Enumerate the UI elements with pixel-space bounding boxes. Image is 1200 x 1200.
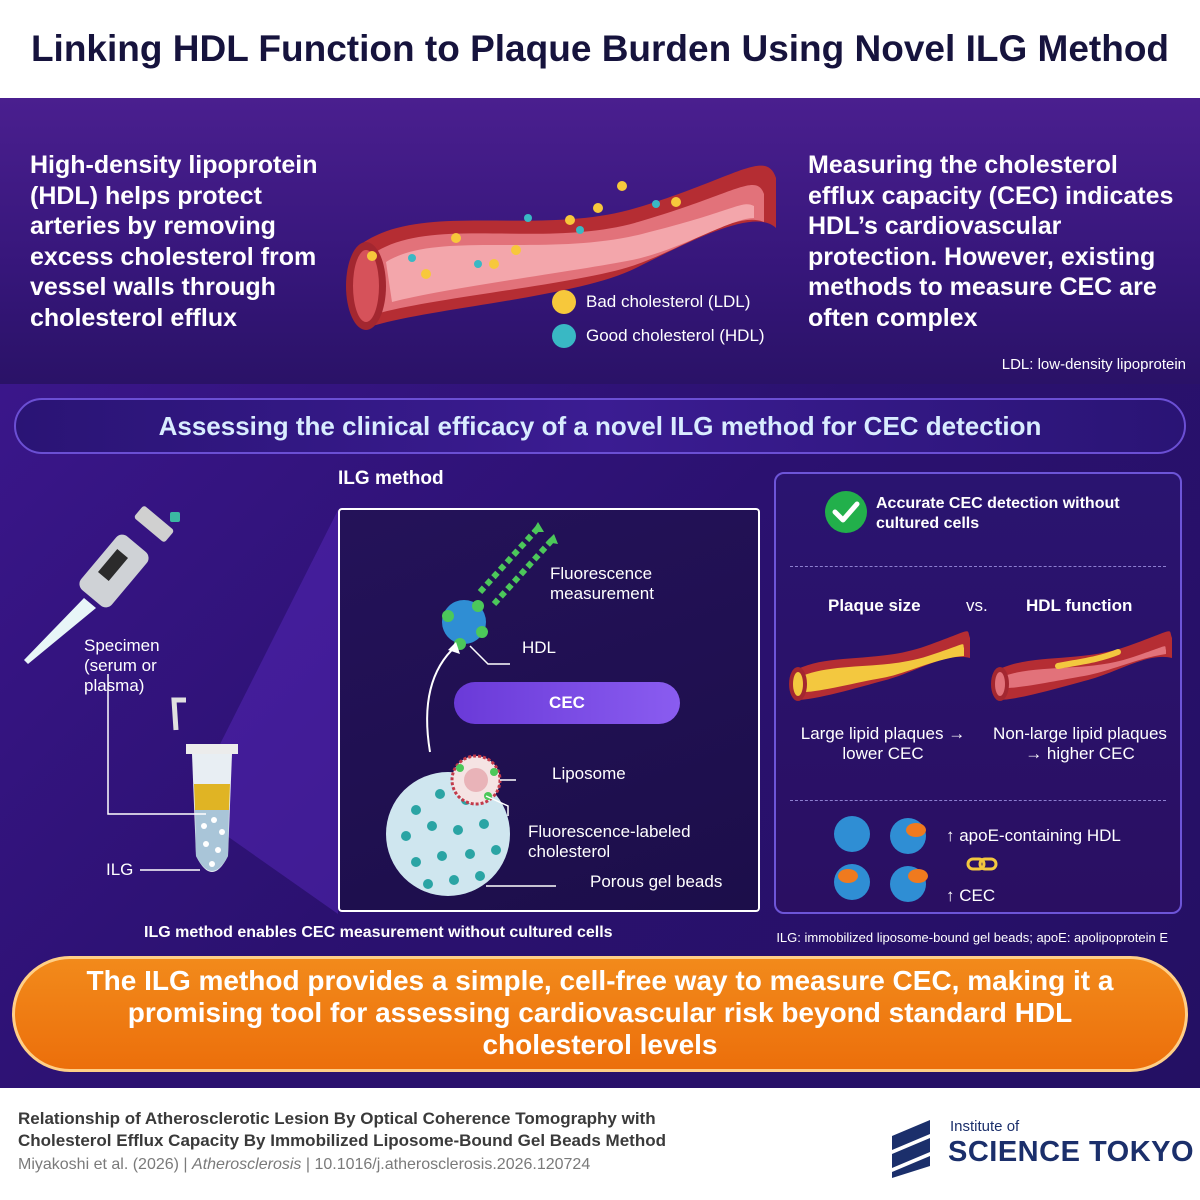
legend-hdl: Good cholesterol (HDL) (552, 324, 765, 348)
ilg-method-box: Fluorescence measurement HDL CEC Liposom… (338, 508, 760, 912)
cec-up-label: ↑ CEC (946, 886, 996, 905)
abbreviations-note: ILG: immobilized liposome-bound gel bead… (776, 930, 1168, 945)
logo-icon (892, 1120, 930, 1178)
plaque-size-label: Plaque size (828, 596, 921, 615)
citation-separator: | (183, 1156, 193, 1173)
ilg-callout-line (140, 869, 200, 871)
link-icon (966, 857, 998, 871)
hdl-label: HDL (522, 638, 557, 657)
legend-hdl-label: Good cholesterol (HDL) (586, 326, 765, 345)
footer: Relationship of Atherosclerotic Lesion B… (0, 1088, 1200, 1200)
check-text: Accurate CEC detection without cultured … (876, 495, 1120, 532)
specimen-label: Specimen (serum or plasma) (84, 636, 160, 695)
cec-intro-text: Measuring the cholesterol efflux capacit… (808, 151, 1174, 332)
divider-top (790, 566, 1166, 567)
vs-label: vs. (966, 596, 988, 615)
citation-separator: | (305, 1156, 315, 1173)
ilg-section-label: ILG method (338, 468, 444, 489)
citation-authors: Miyakoshi et al. (2026) (18, 1156, 179, 1173)
pipette-icon (24, 506, 180, 664)
fluorescence-label: Fluorescence measurement (550, 564, 654, 603)
labeled-cholesterol-label: Fluorescence-labeled cholesterol (528, 822, 691, 861)
institute-name: SCIENCE TOKYO (948, 1136, 1195, 1168)
liposome-label: Liposome (552, 764, 626, 783)
small-plaque-vessel-illustration (991, 631, 1172, 701)
large-plaques-label: Large lipid plaques → lower CEC (800, 724, 966, 763)
hdl-intro-text: High-density lipoprotein (HDL) helps pro… (30, 151, 318, 332)
citation-doi: 10.1016/j.atherosclerosis.2026.120724 (314, 1156, 591, 1173)
tube-callout-line (107, 674, 206, 815)
hdl-fluorescence-illustration (442, 522, 558, 665)
intro-panel: High-density lipoprotein (HDL) helps pro… (0, 98, 1200, 384)
non-large-plaques-label: Non-large lipid plaques → higher CEC (993, 724, 1167, 763)
citation-journal: Atherosclerosis (192, 1156, 302, 1173)
conclusion-banner: The ILG method provides a simple, cell-f… (12, 956, 1188, 1072)
projection-beam (210, 510, 338, 914)
citation: Miyakoshi et al. (2026) | Atherosclerosi… (18, 1156, 590, 1174)
institute-small-label: Institute of (950, 1118, 1020, 1135)
hdl-function-label: HDL function (1026, 596, 1133, 615)
cec-pill: CEC (454, 682, 680, 724)
paper-title: Relationship of Atherosclerotic Lesion B… (18, 1109, 666, 1150)
ldl-dot-icon (552, 290, 576, 314)
section-banner: Assessing the clinical efficacy of a nov… (14, 398, 1186, 454)
page-title: Linking HDL Function to Plaque Burden Us… (0, 0, 1200, 98)
hdl-dot-icon (552, 324, 576, 348)
blood-vessel-illustration (346, 165, 776, 330)
gel-beads-label: Porous gel beads (590, 872, 723, 891)
apoe-hdl-label: ↑ apoE-containing HDL (946, 826, 1121, 845)
method-panel: Assessing the clinical efficacy of a nov… (0, 384, 1200, 1088)
results-box: Accurate CEC detection without cultured … (774, 472, 1182, 914)
cec-pill-label: CEC (549, 693, 585, 712)
ilg-tag-label: ILG (106, 860, 134, 879)
check-icon (825, 491, 867, 533)
gel-bead-illustration (386, 754, 556, 896)
ilg-caption: ILG method enables CEC measurement witho… (144, 924, 613, 941)
apoe-hdl-particles-icon (834, 816, 928, 902)
legend-ldl: Bad cholesterol (LDL) (552, 290, 750, 314)
large-plaque-vessel-illustration (789, 631, 970, 701)
tube-icon (171, 697, 238, 872)
flow-arrow (426, 642, 460, 753)
legend-ldl-label: Bad cholesterol (LDL) (586, 292, 751, 311)
divider-bottom (790, 800, 1166, 801)
ldl-abbreviation-note: LDL: low-density lipoprotein (1001, 356, 1186, 373)
